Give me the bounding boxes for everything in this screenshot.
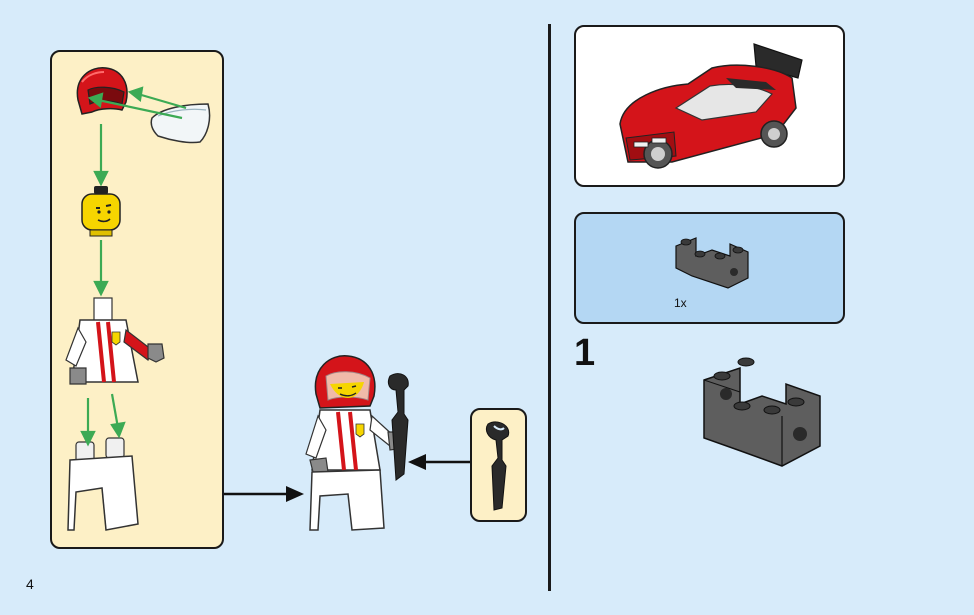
page-number: 4 — [26, 576, 34, 592]
column-divider — [548, 24, 551, 591]
bracket-brick-icon — [703, 357, 821, 467]
legs-icon — [67, 437, 139, 531]
bracket-brick-icon — [675, 237, 749, 289]
callout-arrow — [224, 486, 304, 502]
part-quantity: 1x — [674, 296, 687, 310]
assembly-arrows — [80, 86, 187, 447]
minifig-head-icon — [81, 186, 121, 237]
minifig-driver-icon — [305, 355, 409, 531]
car-model-icon — [619, 43, 803, 169]
wrench-icon — [485, 421, 510, 511]
torso-icon — [65, 297, 165, 385]
step-number: 1 — [574, 332, 596, 374]
tool-arrow — [408, 454, 472, 470]
